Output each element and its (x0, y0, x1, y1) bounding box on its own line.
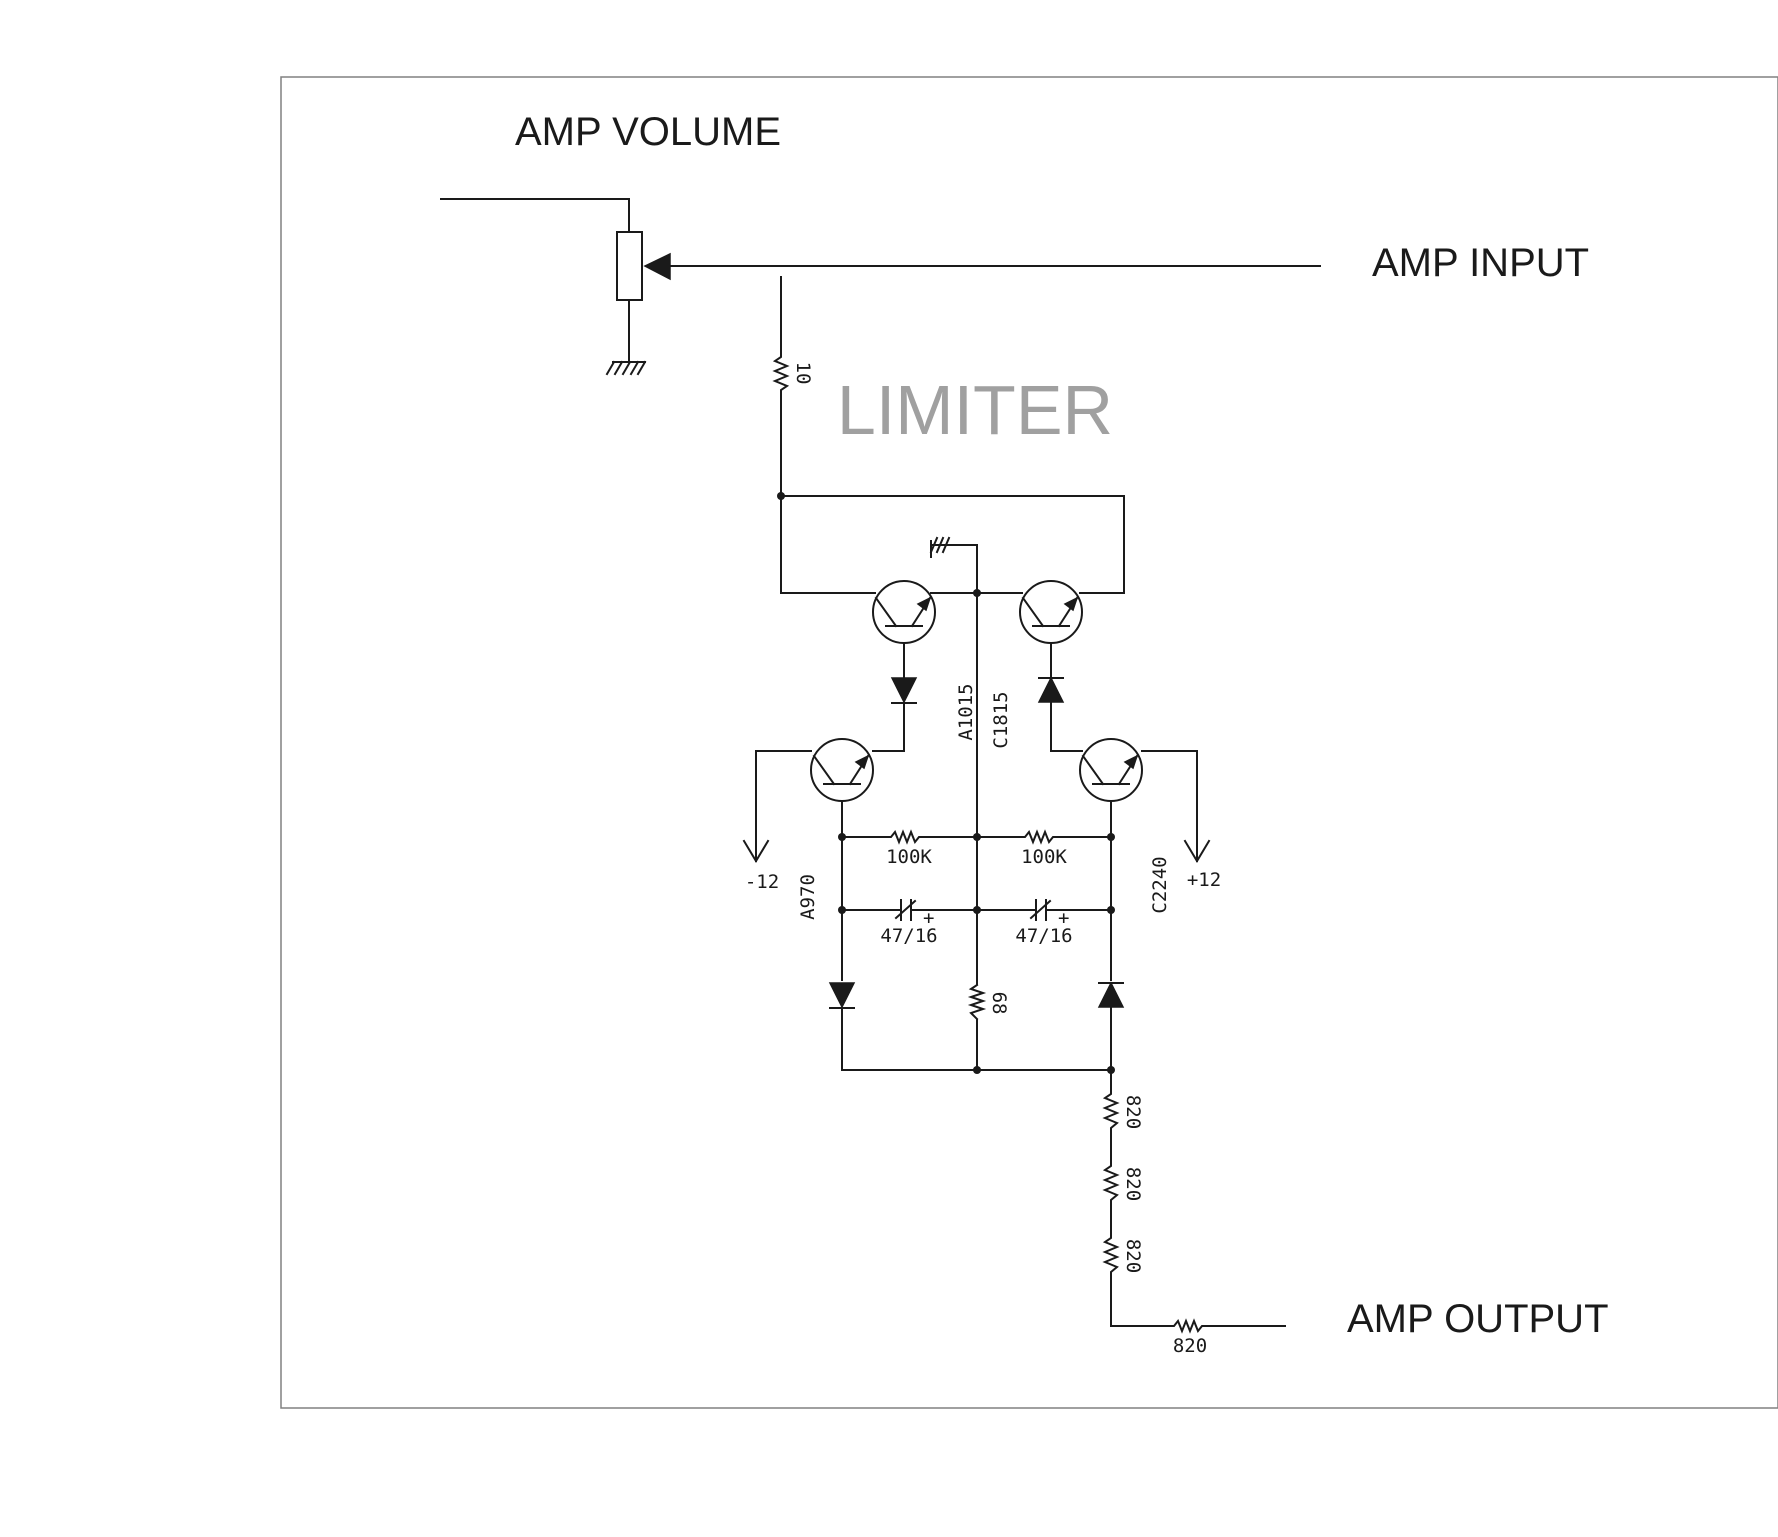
resistor-68-label: 68 (988, 992, 1010, 1015)
diode-lower-left (828, 982, 978, 1071)
diagram-frame (280, 76, 1778, 1409)
positive-supply-label: +12 (1187, 869, 1221, 891)
capacitor-right-label: 47/16 (1015, 925, 1072, 947)
top-loop-wire (780, 495, 1125, 594)
svg-text:+: + (923, 907, 934, 929)
resistor-100k-right-label: 100K (1021, 846, 1067, 868)
svg-text:+: + (1058, 907, 1069, 929)
capacitor-right: + 47/16 (976, 899, 1112, 947)
resistor-100k-left-label: 100K (886, 846, 932, 868)
diode-upper-right (1037, 642, 1083, 752)
transistor-c2240 (1079, 738, 1143, 802)
amp-input-label: AMP INPUT (1372, 241, 1589, 285)
capacitor-left-label: 47/16 (880, 925, 937, 947)
output-resistor-1-label: 820 (1122, 1095, 1144, 1129)
input-resistor: 10 (772, 276, 814, 497)
capacitor-left: + 47/16 (841, 899, 978, 947)
resistor-68: 68 (967, 983, 1010, 1021)
amp-output-label: AMP OUTPUT (1347, 1297, 1609, 1341)
transistor-c1815-label: C1815 (990, 691, 1012, 748)
resistor-100k-right: 100K (976, 829, 1112, 868)
positive-supply: +12 (1141, 750, 1221, 891)
transistor-a970 (810, 738, 874, 802)
diagram-title: LIMITER (837, 371, 1113, 449)
volume-potentiometer (440, 198, 1321, 376)
negative-supply: -12 (742, 750, 812, 893)
resistor-100k-left: 100K (841, 829, 978, 868)
transistor-c1815 (1019, 580, 1083, 644)
output-resistor-2-label: 820 (1122, 1167, 1144, 1201)
transistor-a1015 (872, 580, 936, 644)
transistor-a1015-label: A1015 (955, 683, 977, 740)
output-resistor-chain: 820 820 820 820 (1102, 1069, 1286, 1357)
negative-supply-label: -12 (745, 871, 779, 893)
transistor-a970-label: A970 (797, 874, 819, 920)
transistor-c2240-label: C2240 (1149, 856, 1171, 913)
output-resistor-3-label: 820 (1122, 1239, 1144, 1273)
amp-volume-label: AMP VOLUME (515, 110, 781, 154)
output-resistor-4-label: 820 (1173, 1335, 1207, 1357)
diode-upper-left (872, 642, 918, 752)
input-resistor-label: 10 (792, 362, 814, 385)
diode-lower-right (1097, 981, 1125, 1071)
